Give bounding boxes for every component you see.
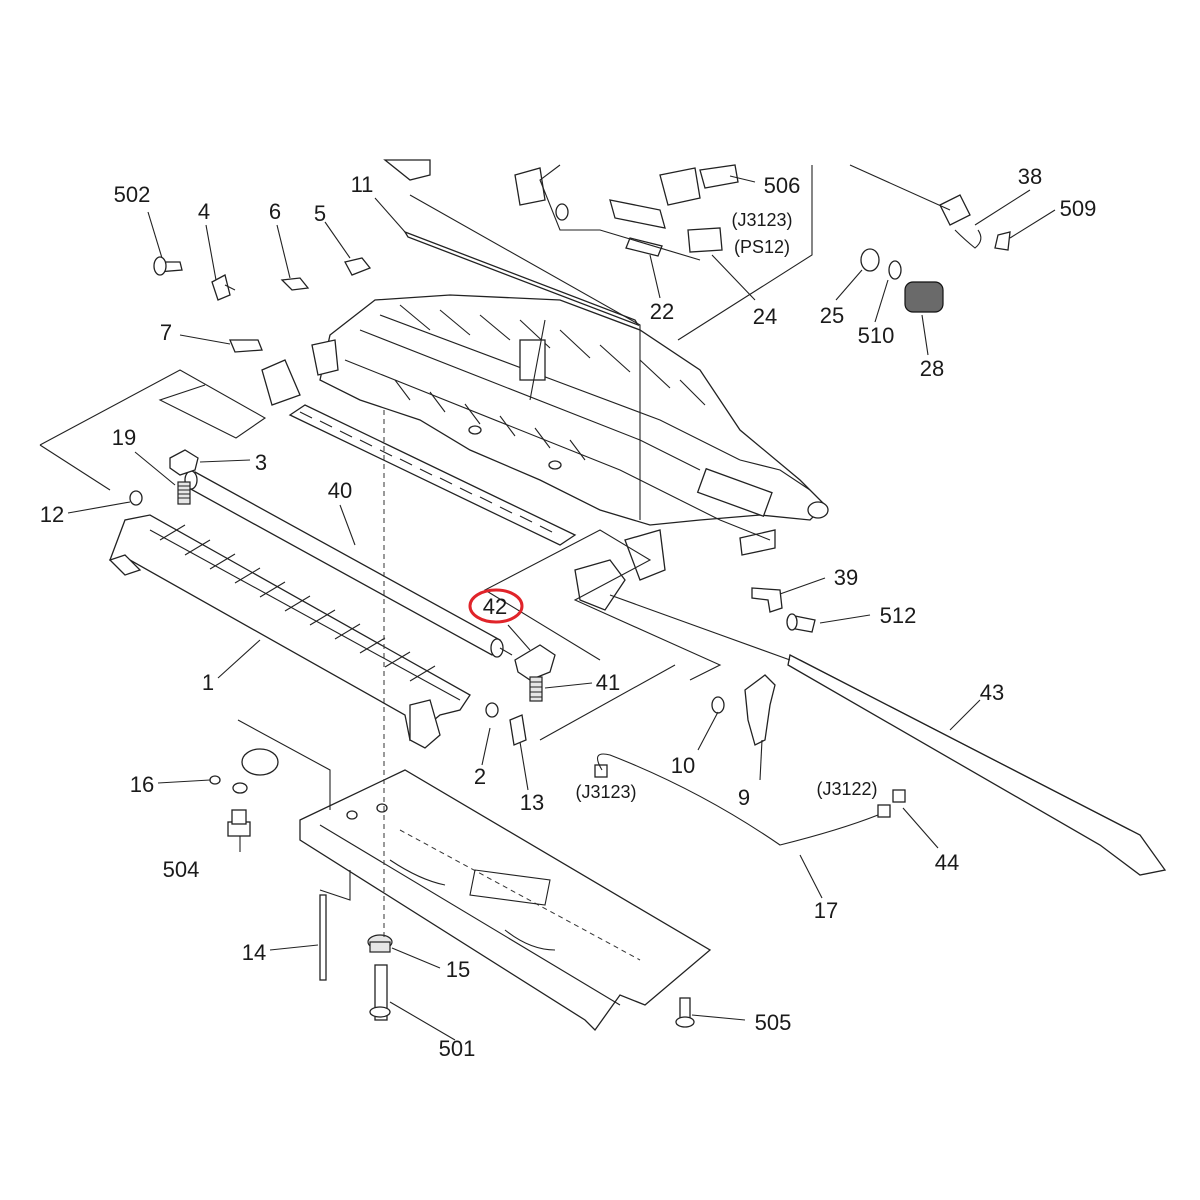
top-left-brackets (153, 256, 372, 406)
top-right-parts (383, 159, 1011, 313)
guide-plate (108, 514, 471, 749)
cable-17 (596, 753, 879, 846)
paper-guide-frame (319, 294, 829, 526)
guide-rail-strip (288, 404, 577, 546)
connector-ps12: (PS12) (734, 237, 790, 257)
callout-13: 13 (520, 790, 544, 815)
callout-12: 12 (40, 502, 64, 527)
callout-9: 9 (738, 785, 750, 810)
callout-10: 10 (671, 753, 695, 778)
bottom-fasteners (209, 748, 695, 1028)
callout-510: 510 (858, 323, 895, 348)
mid-right-parts (574, 529, 1167, 876)
callout-16: 16 (130, 772, 154, 797)
callout-509: 509 (1060, 196, 1097, 221)
highlight-circle-42 (468, 588, 524, 624)
callout-39: 39 (834, 565, 858, 590)
callout-labels: 502 4 6 5 11 7 19 3 40 12 1 42 41 2 13 1… (40, 164, 1097, 1061)
base-plate (299, 769, 712, 1032)
callout-14: 14 (242, 940, 266, 965)
callout-501: 501 (439, 1036, 476, 1061)
callout-2: 2 (474, 764, 486, 789)
callout-4: 4 (198, 199, 210, 224)
callout-512: 512 (880, 603, 917, 628)
callout-6: 6 (269, 199, 281, 224)
callout-505: 505 (755, 1010, 792, 1035)
callout-502: 502 (114, 182, 151, 207)
callout-15: 15 (446, 957, 470, 982)
small-parts-left (129, 449, 556, 746)
callout-41: 41 (596, 670, 620, 695)
callout-17: 17 (814, 898, 838, 923)
callout-3: 3 (255, 450, 267, 475)
connector-j3122: (J3122) (816, 779, 877, 799)
part-11-strip (403, 230, 640, 327)
leader-lines (67, 175, 1056, 1041)
callout-25: 25 (820, 303, 844, 328)
callout-5: 5 (314, 201, 326, 226)
callout-19: 19 (112, 425, 136, 450)
callout-506: 506 (764, 173, 801, 198)
callout-28: 28 (920, 356, 944, 381)
callout-44: 44 (935, 850, 959, 875)
callout-7: 7 (160, 320, 172, 345)
callout-40: 40 (328, 478, 352, 503)
callout-43: 43 (980, 680, 1004, 705)
callout-38: 38 (1018, 164, 1042, 189)
callout-22: 22 (650, 299, 674, 324)
callout-504: 504 (163, 857, 200, 882)
callout-11: 11 (351, 172, 374, 197)
callout-42: 42 (483, 594, 507, 619)
callout-24: 24 (753, 304, 777, 329)
callout-1: 1 (202, 670, 214, 695)
connector-j3123-top: (J3123) (731, 210, 792, 230)
connector-j3123-bottom: (J3123) (575, 782, 636, 802)
